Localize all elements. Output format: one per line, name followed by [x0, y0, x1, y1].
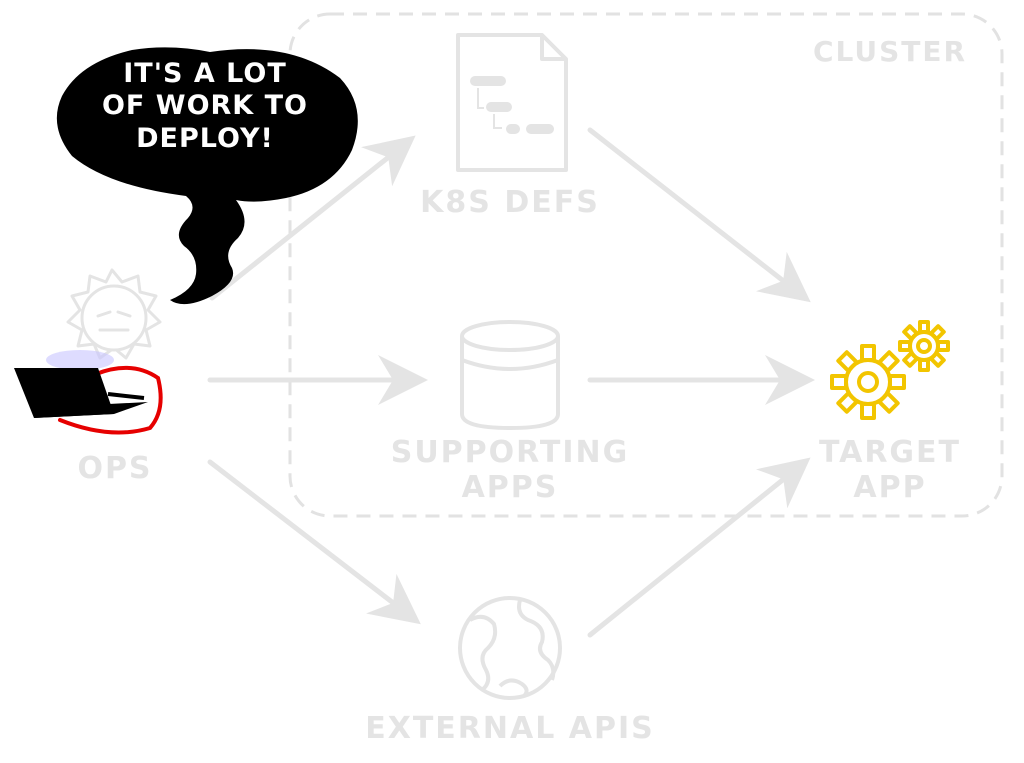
speech-bubble-line: IT'S A LOT [123, 58, 287, 89]
cluster-boundary [288, 12, 1004, 518]
speech-bubble [56, 47, 358, 305]
k8s-defs-label: K8S DEFS [420, 185, 600, 220]
speech-bubble-text: IT'S A LOT OF WORK TO DEPLOY! [70, 58, 340, 155]
supporting-apps-line: SUPPORTING [390, 435, 630, 470]
target-app-line: APP [853, 469, 927, 505]
speech-bubble-line: OF WORK TO [101, 90, 308, 122]
external-apis-label: EXTERNAL APIS [365, 711, 655, 746]
arrow-ops-to-external-apis [207, 459, 421, 625]
person-with-laptop-icon [14, 268, 163, 435]
speech-bubble-line: DEPLOY! [136, 122, 274, 154]
database-icon [460, 320, 560, 431]
supporting-apps-label: SUPPORTING APPS [380, 435, 640, 505]
globe-icon [458, 596, 562, 700]
arrow-ops-to-k8s-defs [209, 135, 416, 301]
supporting-apps-line: APPS [461, 469, 559, 505]
target-app-line: TARGET [818, 435, 962, 470]
cluster-label: CLUSTER [812, 35, 968, 68]
arrow-external-apis-to-target-app [587, 457, 811, 638]
target-app-label: TARGET APP [800, 435, 980, 505]
arrow-k8s-defs-to-target-app [587, 127, 811, 303]
document-tree-icon [456, 33, 568, 172]
ops-label: OPS [77, 451, 153, 486]
gears-icon [830, 320, 950, 420]
